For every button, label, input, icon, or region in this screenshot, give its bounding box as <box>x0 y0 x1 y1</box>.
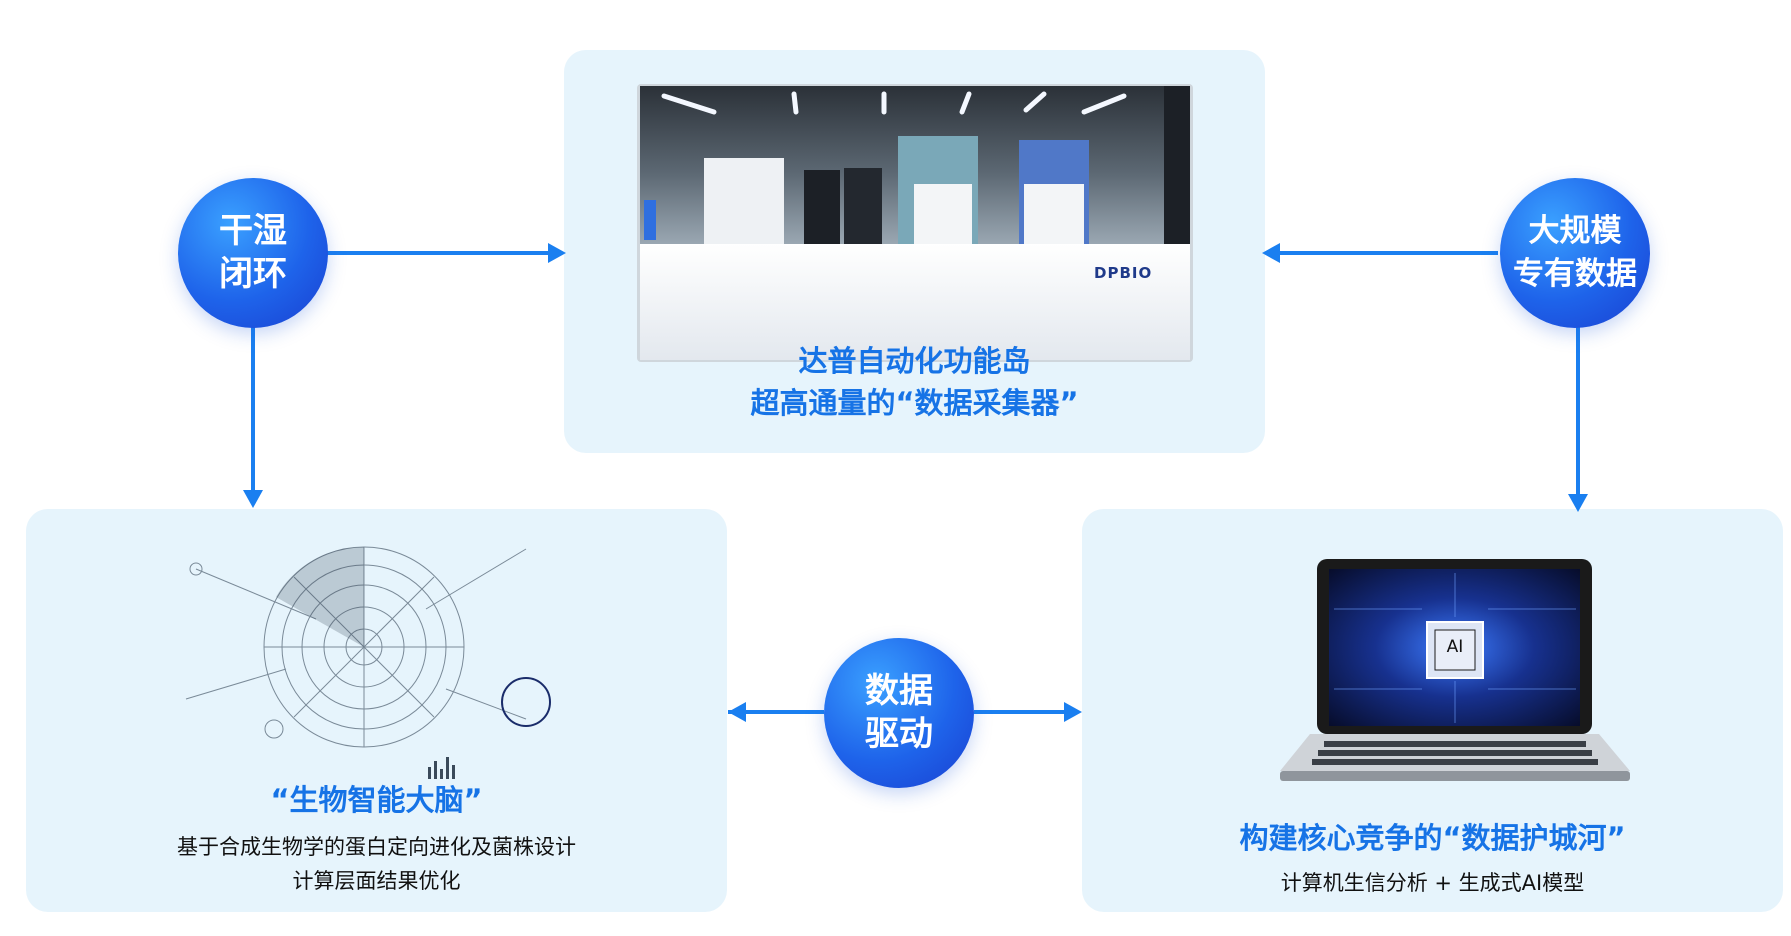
chip-label: AI <box>1446 637 1464 657</box>
automation-island-illustration <box>637 84 1193 362</box>
top-panel: DPBIO 达普自动化功能岛 超高通量的“数据采集器” <box>564 50 1265 453</box>
right-title: 构建核心竞争的“数据护城河” <box>1239 821 1626 855</box>
machine-logo: DPBIO <box>1094 264 1153 282</box>
left-panel: “生物智能大脑” 基于合成生物学的蛋白定向进化及菌株设计 计算层面结果优化 <box>26 509 727 912</box>
circle-data-driven-line1: 数据 <box>865 671 933 711</box>
circle-proprietary-data: 大规模 专有数据 <box>1500 178 1650 328</box>
left-desc-line2: 计算层面结果优化 <box>292 869 461 893</box>
left-desc-line1: 基于合成生物学的蛋白定向进化及菌株设计 <box>177 835 576 859</box>
top-title-line2: 超高通量的“数据采集器” <box>750 386 1079 420</box>
arrow-head-left-down <box>243 490 263 508</box>
bio-brain-illustration <box>185 546 551 779</box>
arrow-head-top-right <box>1262 243 1280 263</box>
arrow-head-right-down <box>1568 494 1588 512</box>
circle-proprietary-line1: 大规模 <box>1528 213 1622 249</box>
left-title: “生物智能大脑” <box>270 783 483 817</box>
circle-wet-dry-line1: 干湿 <box>219 211 287 251</box>
circle-proprietary-line2: 专有数据 <box>1513 256 1637 292</box>
laptop-illustration <box>1280 559 1630 781</box>
arrow-head-center-right <box>1064 702 1082 722</box>
circle-data-driven: 数据 驱动 <box>824 638 974 788</box>
top-title-line1: 达普自动化功能岛 <box>798 344 1031 378</box>
arrow-head-top-left <box>548 243 566 263</box>
arrow-head-center-left <box>728 702 746 722</box>
circle-wet-dry-loop: 干湿 闭环 <box>178 178 328 328</box>
right-desc: 计算机生信分析 + 生成式AI模型 <box>1280 871 1585 895</box>
circle-data-driven-line2: 驱动 <box>865 714 933 754</box>
circle-wet-dry-line2: 闭环 <box>219 254 287 294</box>
right-panel: AI 构建核心竞争的“数据护城河” 计算机生信分析 + 生成式AI模型 <box>1082 509 1783 912</box>
